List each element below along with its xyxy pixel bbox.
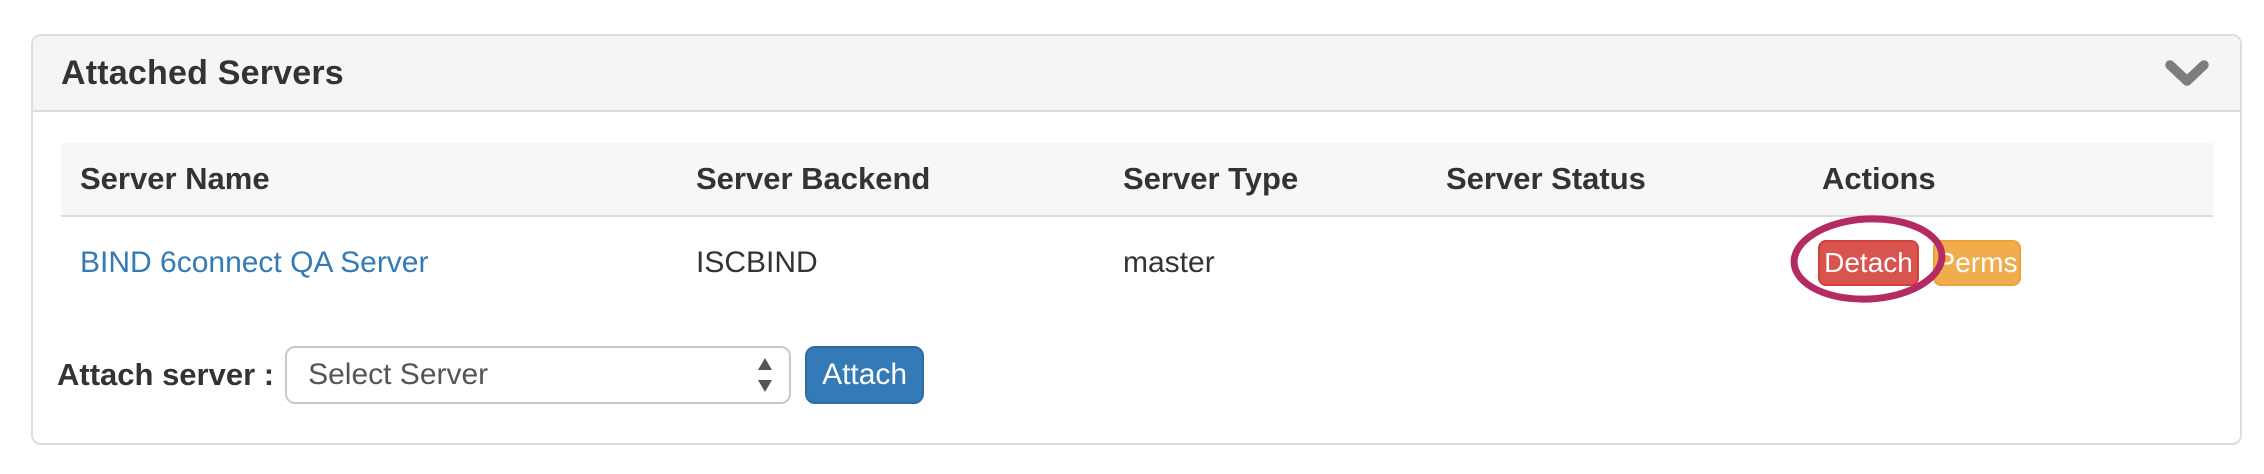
server-select[interactable]: Select Server (285, 346, 792, 404)
actions-cell: Detach Perms (1803, 240, 2213, 286)
column-header-server-backend: Server Backend (696, 161, 931, 196)
up-down-arrows-icon (758, 358, 773, 392)
attach-button[interactable]: Attach (805, 346, 925, 404)
table-row: BIND 6connect QA Server ISCBIND master D… (61, 217, 2213, 309)
server-select-value: Select Server (308, 358, 489, 391)
attach-server-form: Attach server : Select Server Attach (57, 345, 925, 405)
server-name-link[interactable]: BIND 6connect QA Server (80, 246, 429, 279)
panel-header: Attached Servers (33, 36, 2240, 112)
column-header-server-status: Server Status (1446, 161, 1646, 196)
attached-servers-table: Server Name Server Backend Server Type S… (61, 143, 2213, 309)
attach-server-label: Attach server : (57, 357, 275, 392)
server-backend-cell: ISCBIND (696, 246, 818, 279)
attached-servers-panel: Attached Servers Server Name Server Back… (31, 34, 2242, 445)
table-header-row: Server Name Server Backend Server Type S… (61, 143, 2213, 217)
server-type-cell: master (1123, 246, 1215, 279)
server-name-cell: BIND 6connect QA Server (61, 246, 677, 280)
perms-button[interactable]: Perms (1933, 240, 2021, 286)
chevron-down-icon[interactable] (2164, 58, 2210, 88)
detach-button[interactable]: Detach (1818, 240, 1919, 286)
column-header-actions: Actions (1822, 161, 1936, 196)
column-header-server-type: Server Type (1123, 161, 1299, 196)
panel-title: Attached Servers (61, 53, 344, 92)
column-header-server-name: Server Name (80, 161, 270, 196)
